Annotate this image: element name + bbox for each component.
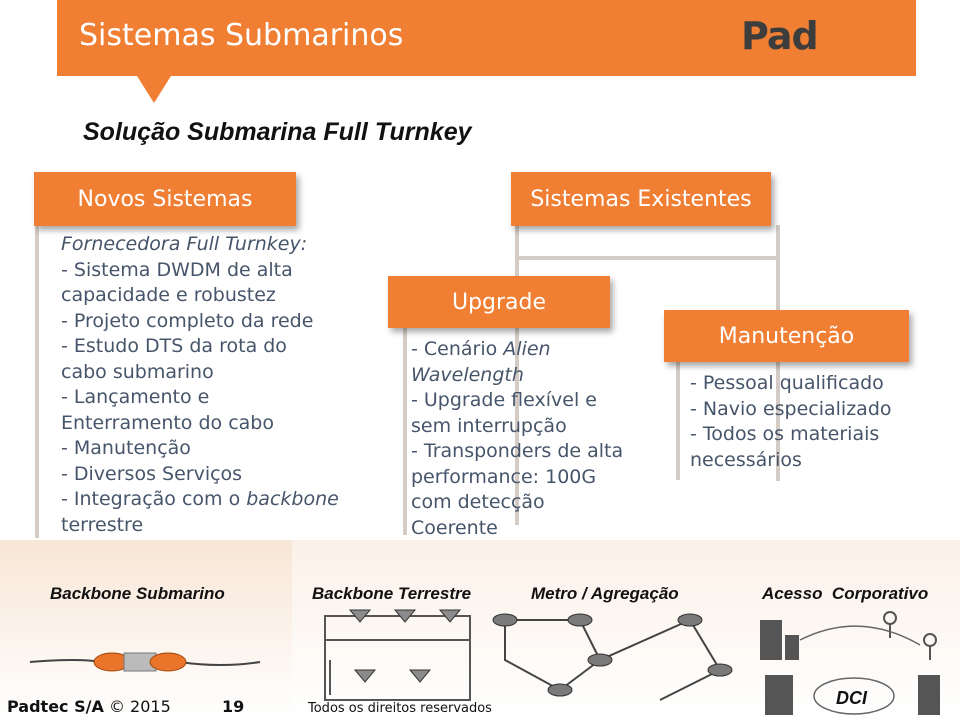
header-bar: Sistemas Submarinos Padtec — [57, 0, 916, 76]
connector-left — [403, 328, 407, 535]
manutencao-list: - Pessoal qualificado- Navio especializa… — [690, 372, 892, 471]
label-metro-agregacao: Metro / Agregação — [531, 584, 679, 603]
page-number: 19 — [222, 697, 245, 716]
footer-rights: Todos os direitos reservados — [308, 701, 492, 716]
connector-far-right — [676, 362, 680, 480]
padtec-logo: Padtec — [741, 14, 882, 58]
connector-top — [515, 225, 519, 525]
footer-company: Padtec S/A © 2015 — [7, 697, 171, 716]
connector-horizontal — [515, 256, 780, 260]
novos-sistemas-box: Novos Sistemas — [34, 172, 296, 226]
submarine-repeater-icon — [29, 652, 261, 672]
header-pointer — [137, 76, 171, 103]
sistemas-existentes-box: Sistemas Existentes — [511, 172, 771, 226]
manutencao-box: Manutenção — [664, 310, 909, 362]
label-dci: DCI — [836, 688, 867, 708]
building-icon — [760, 620, 940, 715]
novos-sistemas-list: Fornecedora Full Turnkey:- Sistema DWDM … — [61, 233, 339, 536]
label-backbone-submarino: Backbone Submarino — [50, 584, 225, 603]
network-band — [0, 540, 960, 720]
connector-novos — [35, 225, 39, 538]
slide-title: Sistemas Submarinos — [79, 18, 404, 53]
slide-subtitle: Solução Submarina Full Turnkey — [83, 118, 472, 146]
terrestrial-backbone-icon — [324, 615, 471, 701]
upgrade-box: Upgrade — [388, 276, 610, 328]
label-backbone-terrestre: Backbone Terrestre — [312, 584, 472, 603]
label-acesso-corporativo: Acesso Corporativo — [762, 584, 929, 603]
